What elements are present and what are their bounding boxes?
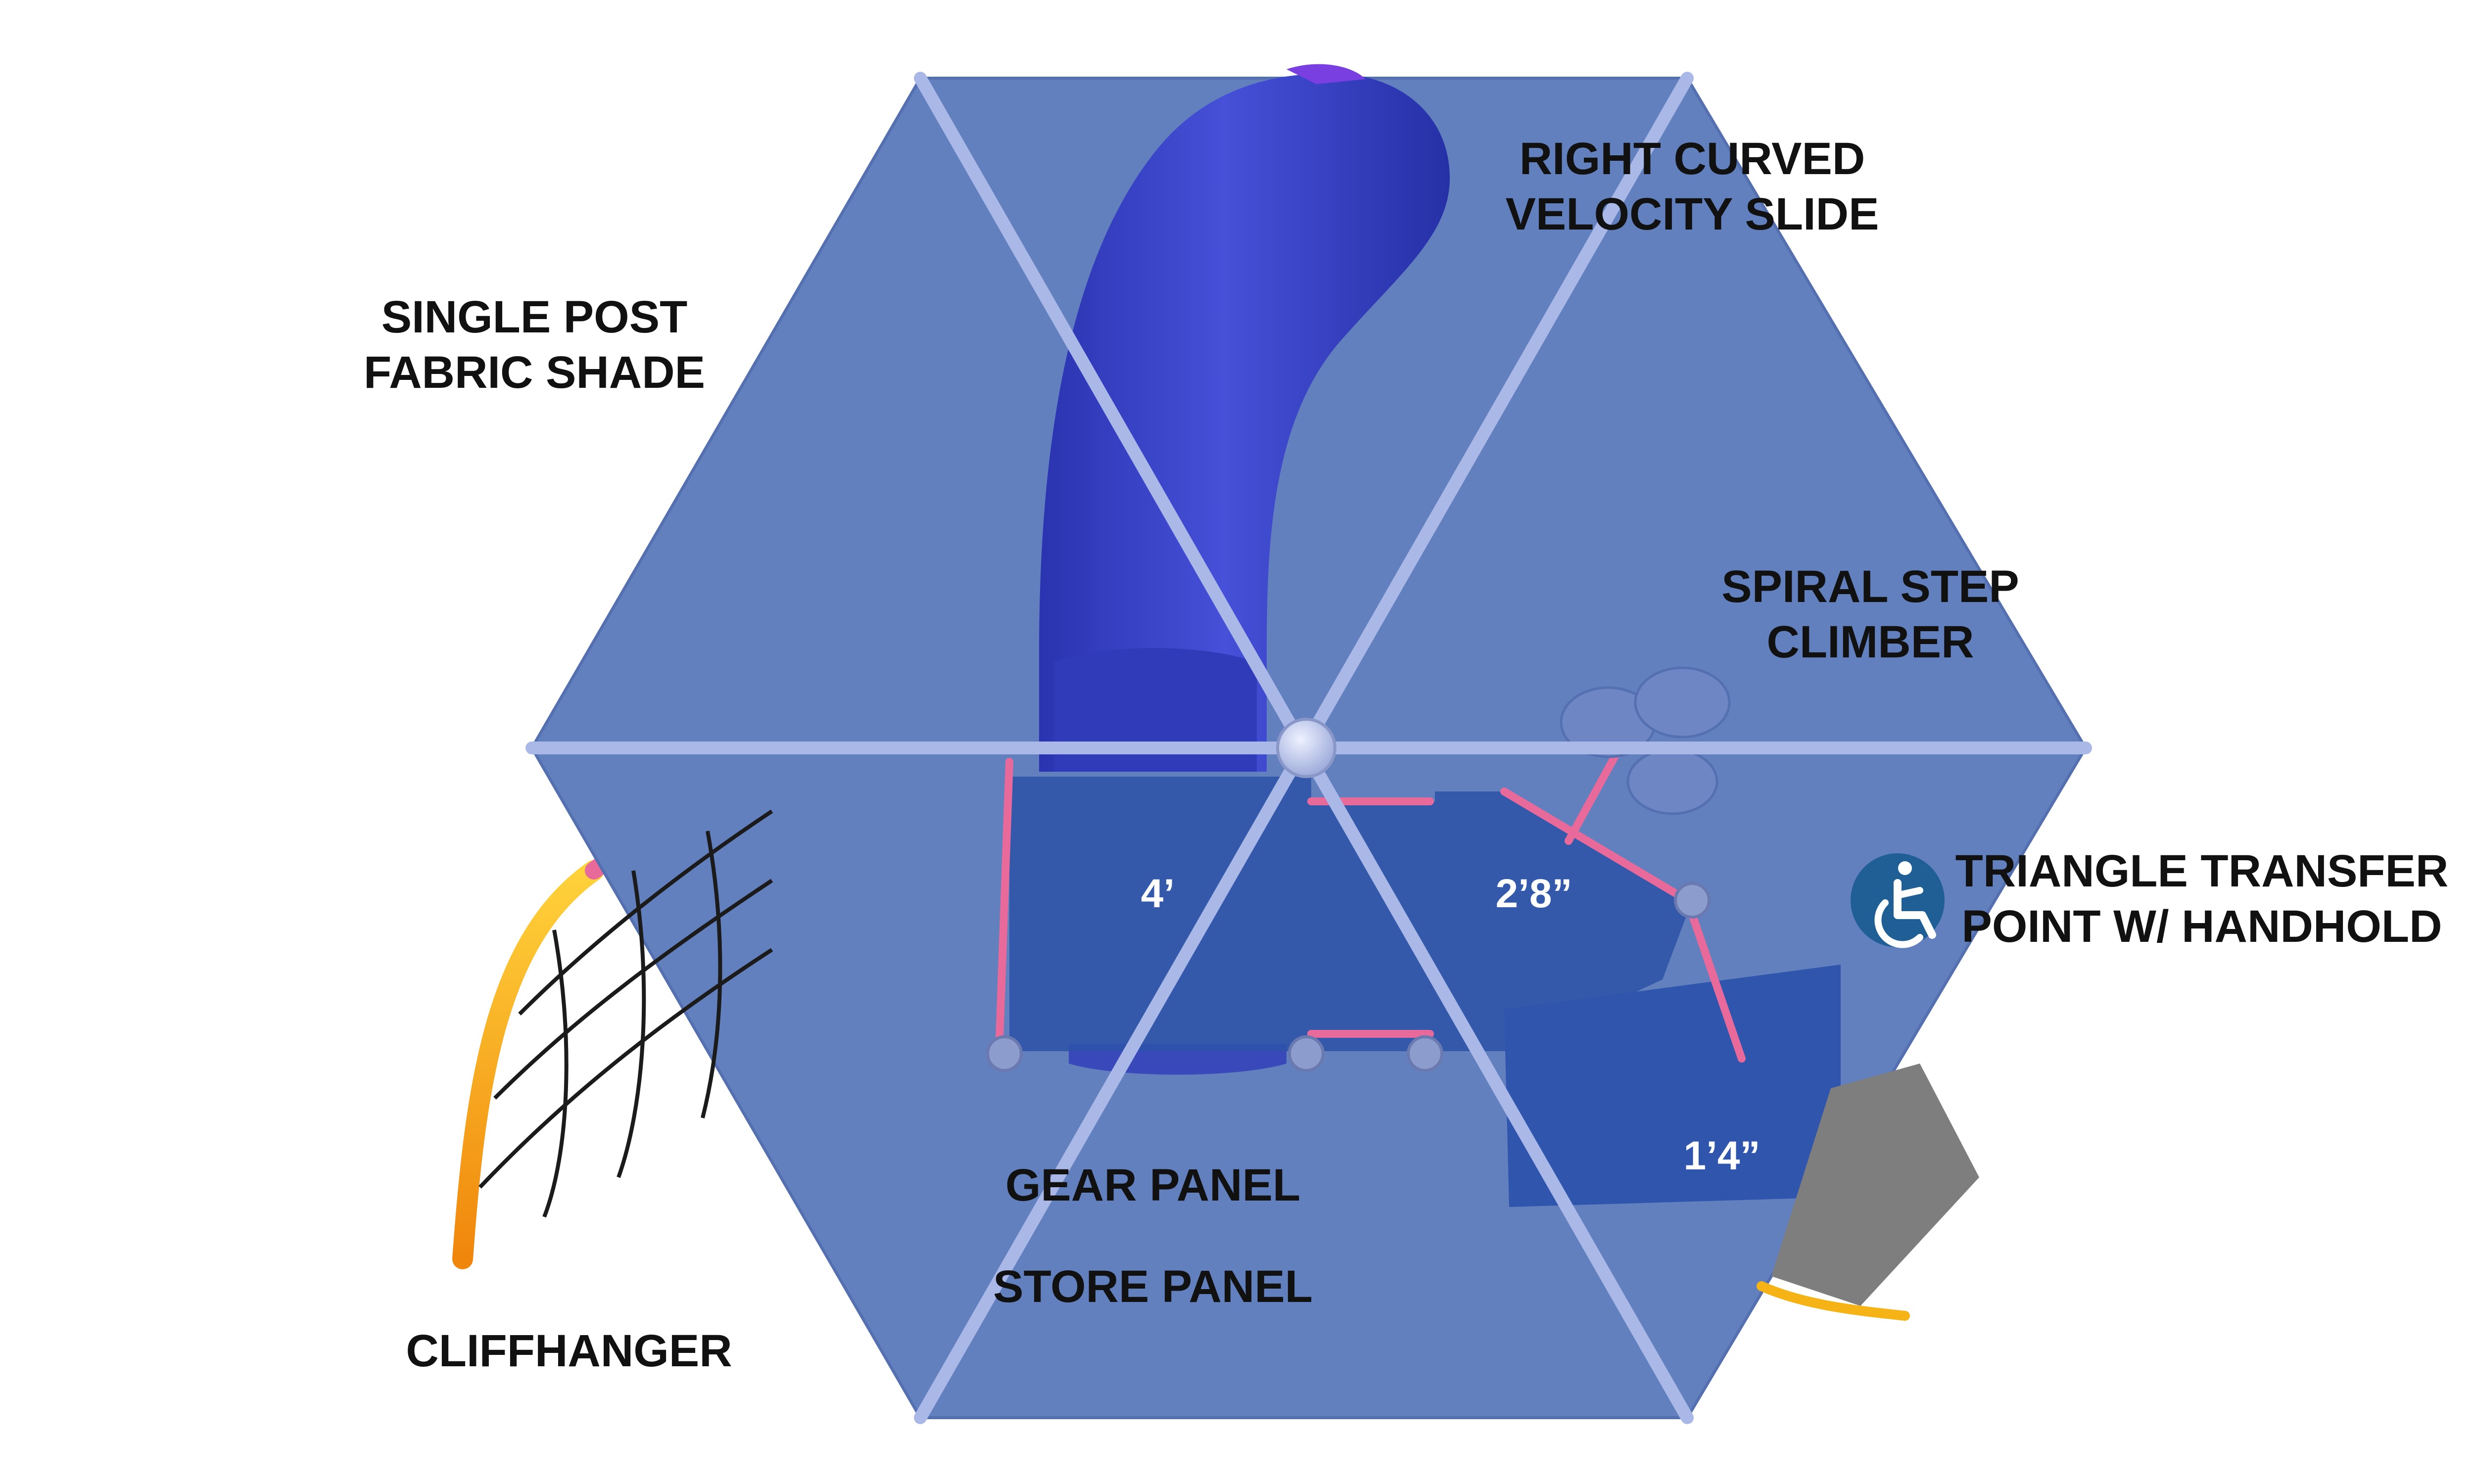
label-velocity-slide-line1: RIGHT CURVED: [1519, 134, 1865, 184]
transfer-step: [1504, 965, 1841, 1207]
post-feet: [986, 882, 1711, 1072]
center-post-icon: [1276, 718, 1336, 778]
label-triangle-transfer-line2: POINT W/ HANDHOLD: [1961, 901, 2442, 952]
label-spiral-step-climber-line1: SPIRAL STEP: [1721, 561, 2019, 612]
deck-2ft8in: [1435, 791, 1692, 1051]
dimension-transfer-1ft4in: 1’4”: [1683, 1133, 1760, 1178]
label-cliffhanger: CLIFFHANGER: [406, 1326, 732, 1376]
label-fabric-shade-line1: SINGLE POST: [381, 292, 688, 342]
deck-connector: [1311, 801, 1435, 1051]
label-velocity-slide: RIGHT CURVED VELOCITY SLIDE: [1484, 131, 1900, 242]
label-fabric-shade: SINGLE POST FABRIC SHADE: [356, 289, 713, 400]
label-store-panel: STORE PANEL: [993, 1261, 1313, 1312]
transfer-platform-gray: [1771, 1064, 1979, 1306]
transfer-handhold: [1757, 1281, 1910, 1321]
spiral-step-climber: [1560, 666, 1731, 815]
label-fabric-shade-line2: FABRIC SHADE: [363, 347, 706, 398]
wheelchair-accessibility-icon: [1851, 853, 1945, 948]
curved-slide: [1039, 64, 1450, 1075]
cliffhanger-bar: [452, 860, 604, 1269]
label-spiral-step-climber: SPIRAL STEP CLIMBER: [1712, 559, 2029, 670]
dimension-deck-4ft: 4’: [1141, 871, 1175, 916]
cliffhanger-net: [478, 809, 773, 1218]
label-triangle-transfer-line1: TRIANGLE TRANSFER: [1955, 846, 2449, 896]
label-triangle-transfer: TRIANGLE TRANSFER POINT W/ HANDHOLD: [1950, 843, 2454, 954]
label-velocity-slide-line2: VELOCITY SLIDE: [1505, 189, 1879, 240]
dimension-deck-2ft8in: 2’8”: [1495, 871, 1572, 916]
label-gear-panel: GEAR PANEL: [1005, 1160, 1301, 1210]
label-spiral-step-climber-line2: CLIMBER: [1766, 617, 1974, 668]
